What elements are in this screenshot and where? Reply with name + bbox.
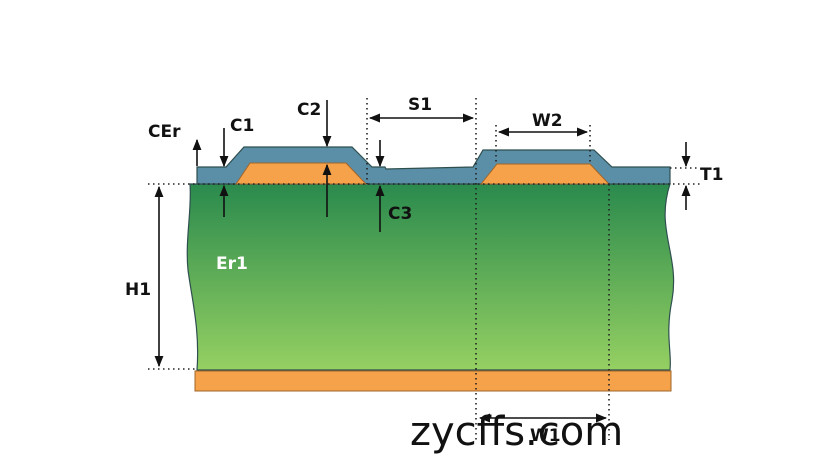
- label-c2: C2: [297, 100, 321, 120]
- label-h1: H1: [125, 280, 151, 300]
- label-w2: W2: [532, 111, 563, 131]
- trace-right: [479, 163, 611, 185]
- label-cer: CEr: [148, 122, 181, 142]
- label-w1: W1: [530, 426, 561, 446]
- label-er1: Er1: [216, 254, 248, 274]
- reference-plane: [194, 370, 672, 392]
- substrate-er1: [186, 183, 675, 371]
- label-c1: C1: [230, 116, 254, 136]
- trace-left: [235, 162, 368, 185]
- label-t1: T1: [700, 165, 723, 185]
- label-s1: S1: [408, 95, 432, 115]
- watermark: zycffs.com: [410, 409, 623, 455]
- label-c3: C3: [388, 204, 412, 224]
